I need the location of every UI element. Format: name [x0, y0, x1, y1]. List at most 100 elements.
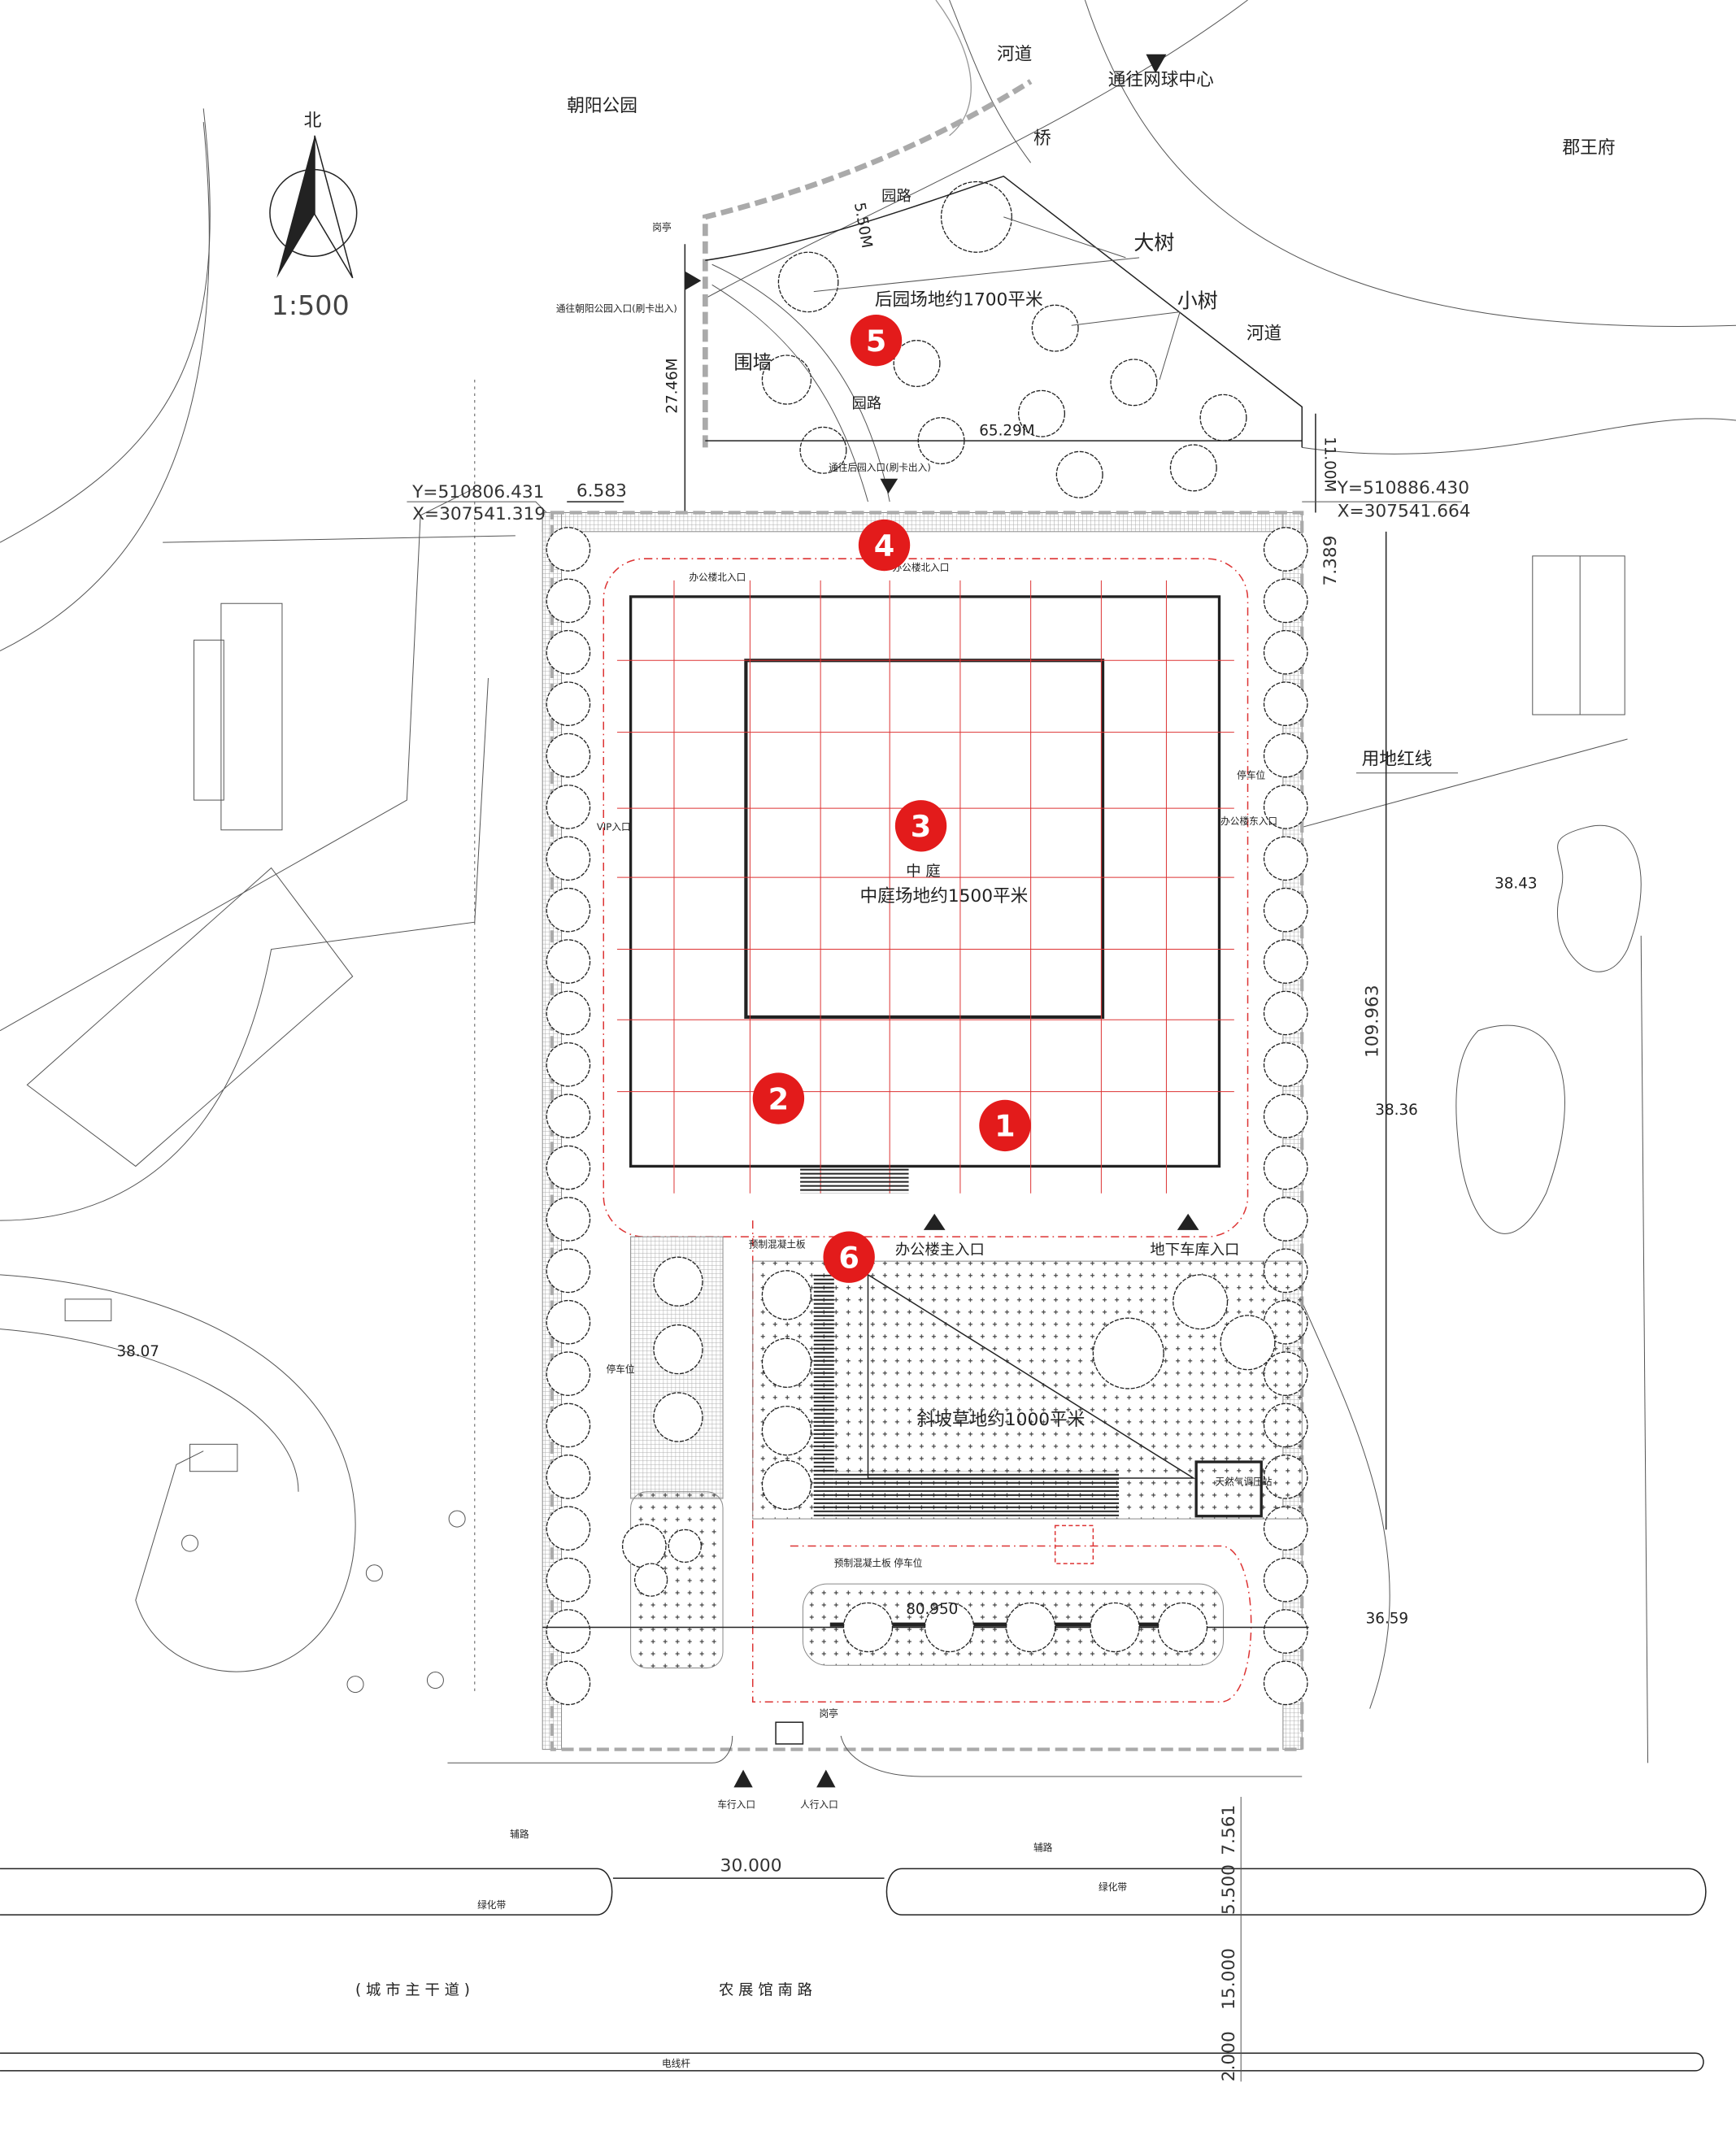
- tree-icon: [546, 1248, 591, 1294]
- park-entry-label[interactable]: 通往朝阳公园入口(刷卡出入): [556, 303, 677, 315]
- guard-booth-label: 岗亭: [652, 222, 671, 233]
- green-belt-right: 绿化带: [1099, 1881, 1127, 1893]
- svg-text:4: 4: [874, 528, 895, 563]
- park-label: 朝阳公园: [567, 96, 637, 116]
- place-labels: [1146, 54, 1459, 774]
- tree-icon: [546, 990, 591, 1036]
- tree-icon: [1157, 1602, 1208, 1653]
- road-dim-d: 2.000: [1219, 2031, 1239, 2081]
- tennis-label: 通往网球中心: [1108, 70, 1214, 90]
- marker-1[interactable]: 1: [979, 1099, 1031, 1152]
- road-name-label: 农 展 馆 南 路: [719, 1982, 812, 1999]
- marker-4[interactable]: 4: [858, 519, 911, 572]
- tree-icon: [546, 1455, 591, 1499]
- tree-icon: [546, 1197, 591, 1242]
- aux-road-right: 辅路: [1033, 1842, 1053, 1854]
- svg-text:1: 1: [994, 1109, 1016, 1144]
- north-entry-label-2[interactable]: 办公楼北入口: [893, 562, 950, 573]
- tree-icon: [546, 1506, 591, 1551]
- tree-icon: [546, 681, 591, 727]
- tree-icon: [761, 1405, 812, 1456]
- marker-2[interactable]: 2: [752, 1072, 805, 1124]
- elevation-4: 36.59: [1366, 1611, 1408, 1628]
- tree-icon: [1092, 1317, 1164, 1389]
- tree-icon: [1263, 1197, 1308, 1242]
- tree-icon: [1263, 527, 1308, 572]
- tree-icon: [1090, 1602, 1140, 1653]
- coord-left-y: Y=510806.431: [411, 482, 544, 502]
- tree-icon: [546, 1403, 591, 1448]
- elevation-2: 38.36: [1375, 1102, 1417, 1119]
- green-belt-left: 绿化带: [477, 1899, 506, 1911]
- tree-icon: [1263, 1609, 1308, 1654]
- tree-icon: [546, 578, 591, 624]
- dim-left-offset: 6.583: [576, 481, 627, 501]
- context-lines: [0, 0, 1736, 1763]
- tree-icon: [1263, 629, 1308, 675]
- car-entry-label[interactable]: 车行入口: [717, 1798, 755, 1810]
- prince-mansion-label: 郡王府: [1562, 137, 1615, 158]
- east-entry-label[interactable]: 办公楼东入口: [1220, 815, 1277, 827]
- tree-icon: [924, 1602, 975, 1653]
- road-dim-b: 5.500: [1219, 1864, 1239, 1915]
- garage-entry-label[interactable]: 地下车库入口: [1150, 1242, 1239, 1259]
- tree-icon: [546, 1660, 591, 1706]
- svg-text:6: 6: [838, 1241, 859, 1276]
- row-level-dim: 80.950: [906, 1601, 958, 1618]
- tree-icon: [546, 629, 591, 675]
- wall-label: 围墙: [733, 351, 772, 374]
- front-area: [542, 1220, 1309, 1788]
- tree-icon: [546, 733, 591, 778]
- tree-icon: [1199, 394, 1247, 441]
- marker-3[interactable]: 3: [894, 800, 947, 852]
- median-dim: 30.000: [720, 1856, 782, 1877]
- courtyard-area-label: 中庭场地约1500平米: [859, 886, 1028, 907]
- marker-5[interactable]: 5: [850, 314, 903, 367]
- svg-text:3: 3: [911, 809, 932, 844]
- tree-icon: [761, 354, 812, 405]
- tree-icon: [1263, 733, 1308, 778]
- main-road-label: ( 城 市 主 干 道 ): [355, 1982, 470, 1999]
- north-entry-label[interactable]: 办公楼北入口: [689, 572, 746, 583]
- vip-entry-label[interactable]: VIP入口: [597, 821, 631, 833]
- garden-entry-label[interactable]: 通往后园入口(刷卡出入): [829, 462, 931, 473]
- marker-6[interactable]: 6: [823, 1231, 875, 1283]
- tree-icon: [1263, 1660, 1308, 1706]
- markers: 1 2 3 4 5 6: [752, 314, 1031, 1283]
- tree-icon: [546, 1557, 591, 1603]
- slope-lawn-label: 斜坡草地约1000平米: [917, 1410, 1086, 1430]
- road-width-dim: 5.50M: [851, 201, 876, 249]
- tree-icon: [653, 1324, 703, 1375]
- tree-icon: [1263, 578, 1308, 624]
- tree-icon: [668, 1529, 703, 1563]
- main-entry-label[interactable]: 办公楼主入口: [895, 1242, 985, 1259]
- tree-icon: [546, 939, 591, 984]
- site-boundary: [542, 511, 1308, 1751]
- tree-icon: [1220, 1315, 1276, 1371]
- tree-icon: [1031, 304, 1079, 352]
- svg-text:5: 5: [866, 324, 887, 359]
- tree-icon: [777, 251, 839, 313]
- tree-icon: [842, 1602, 894, 1653]
- coord-right-x: X=307541.664: [1338, 501, 1471, 521]
- ped-entry-label[interactable]: 人行入口: [800, 1798, 838, 1810]
- precast-parking-label: 预制混凝土板 停车位: [834, 1557, 923, 1568]
- tree-icon: [653, 1392, 703, 1442]
- tree-icon: [1263, 785, 1308, 829]
- tree-icon: [546, 1145, 591, 1190]
- pole-label: 电线杆: [662, 2058, 690, 2069]
- dim-right-offset: 7.389: [1320, 535, 1341, 585]
- elevation-3: 38.07: [116, 1343, 159, 1360]
- tree-icon: [633, 1563, 668, 1597]
- depth-dim: 27.46M: [664, 358, 681, 413]
- tree-icon: [761, 1459, 812, 1511]
- elevation-1: 38.43: [1495, 875, 1537, 892]
- tree-icon: [546, 527, 591, 572]
- coord-right-y: Y=510886.430: [1337, 478, 1469, 498]
- right-dim: 11.00M: [1321, 437, 1338, 492]
- garden-road-label-2: 园路: [851, 395, 881, 412]
- river-right-label: 河道: [1247, 324, 1281, 344]
- tree-icon: [761, 1337, 812, 1388]
